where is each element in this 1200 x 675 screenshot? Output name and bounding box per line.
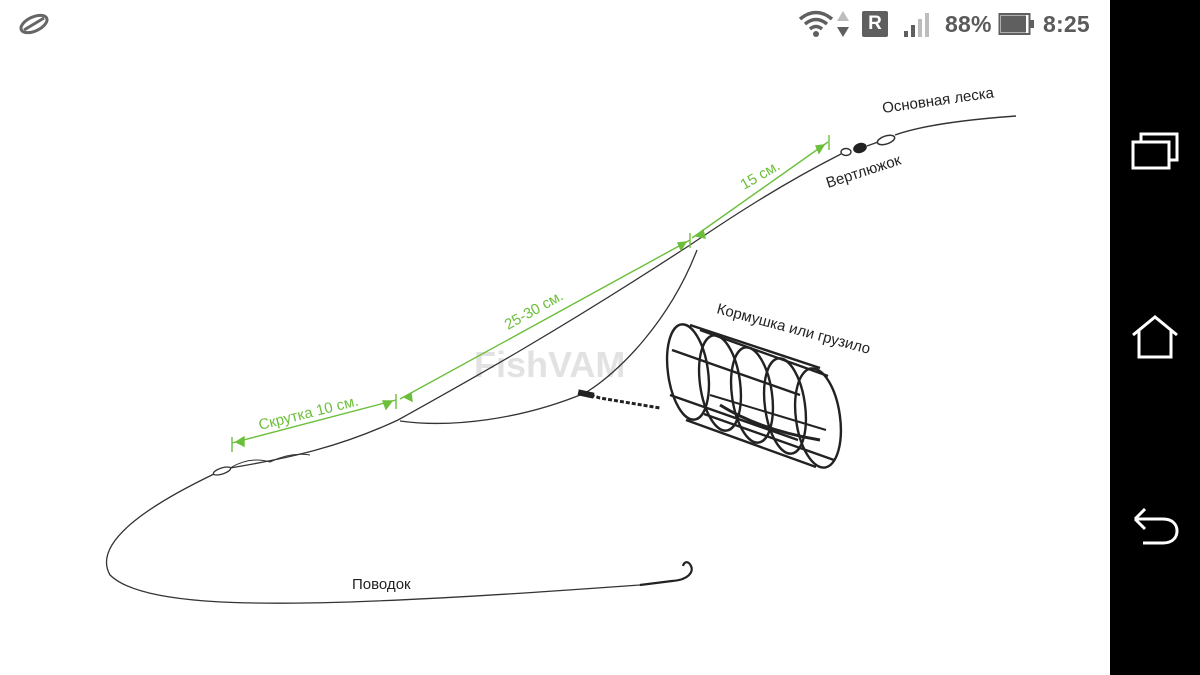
home-button[interactable] (1110, 292, 1200, 382)
watermark: FishVAM (474, 344, 625, 385)
leader-line (105, 473, 641, 604)
battery-icon (998, 0, 1036, 48)
measurement-lines (231, 135, 830, 452)
main-line (894, 115, 1017, 136)
status-bar: R 88% 8:25 (0, 0, 1110, 48)
main-line-label: Основная леска (881, 84, 995, 117)
home-icon (1132, 315, 1178, 359)
measurement-15: 15 см. (738, 157, 784, 193)
signal-icon (902, 0, 934, 48)
clock: 8:25 (1043, 10, 1090, 37)
measurement-25-30: 25-30 см. (502, 287, 567, 333)
leader-label: Поводок (352, 576, 411, 593)
hook (639, 561, 693, 587)
back-button[interactable] (1110, 480, 1200, 570)
wifi-icon (798, 0, 834, 48)
recent-apps-icon (1131, 132, 1179, 170)
feeder-label: Кормушка или грузило (715, 300, 872, 357)
navigation-bar (1110, 0, 1200, 675)
image-viewer[interactable]: FishVAM (0, 48, 1110, 675)
battery-percentage: 88% (945, 10, 992, 37)
swivel-label: Вертлюжок (824, 151, 904, 191)
swivel (840, 134, 896, 157)
app-notification-icon (18, 0, 50, 48)
data-transfer-icon (836, 0, 850, 48)
recent-apps-button[interactable] (1110, 105, 1200, 195)
upper-line (229, 153, 842, 469)
feeder-branch (399, 249, 698, 425)
feeder-cage (665, 323, 843, 469)
roaming-badge: R (862, 11, 888, 37)
back-icon (1133, 507, 1179, 545)
rig-diagram: FishVAM (105, 84, 1017, 604)
